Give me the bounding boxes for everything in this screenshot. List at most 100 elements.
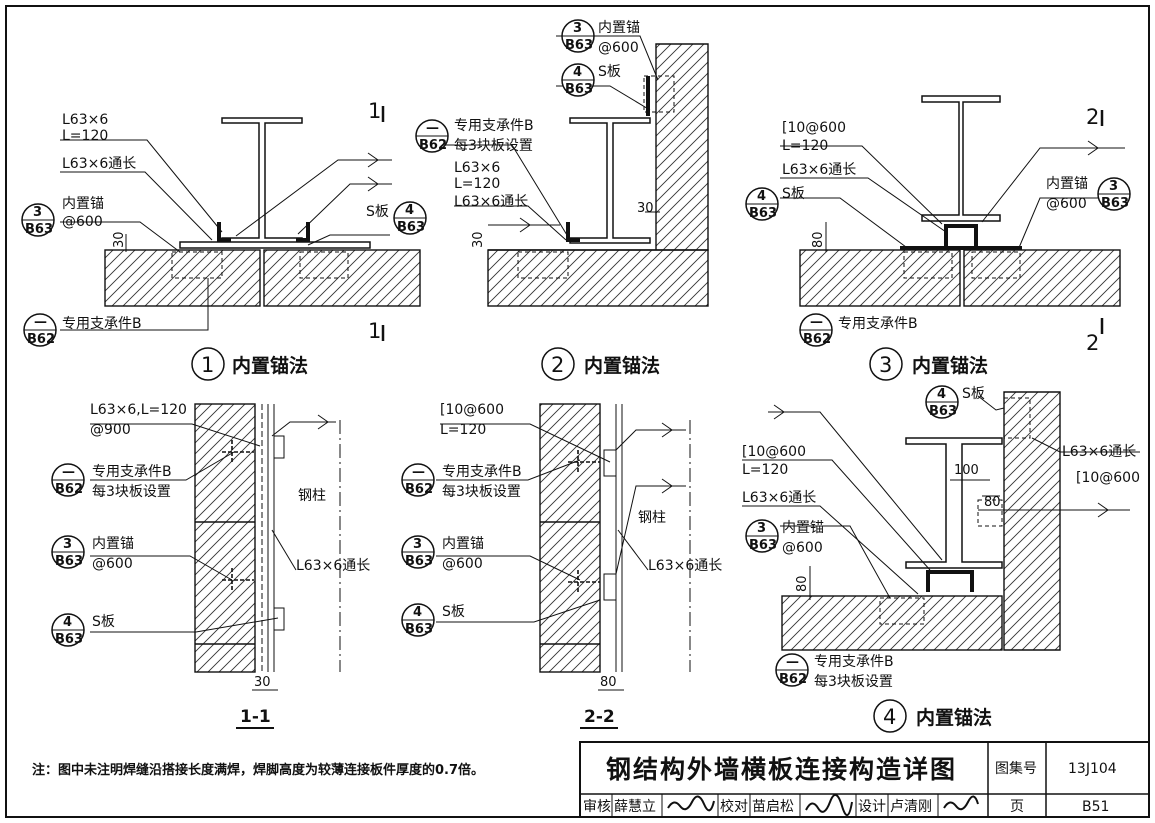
svg-text:B63: B63 (565, 38, 593, 53)
designer-name: 卢清刚 (890, 799, 932, 815)
dim-30: 30 (254, 675, 271, 690)
panel-stack (194, 403, 256, 673)
label-support: 专用支承件B (838, 316, 918, 332)
reviewer-signature (667, 795, 715, 812)
anchor-dash-left (903, 251, 953, 279)
label-support: 专用支承件B (442, 464, 522, 480)
svg-text:B63: B63 (25, 222, 53, 237)
sheet-border (5, 5, 1150, 818)
label-channel: [10@600 (742, 444, 806, 460)
atlas-number: 13J104 (1068, 761, 1117, 777)
dim-80-web: 80 (984, 495, 1001, 510)
label-l63x6-long-right: L63×6通长 (1062, 444, 1136, 460)
svg-text:B62: B62 (405, 482, 433, 497)
slab (781, 595, 1003, 651)
wall-panel-left (104, 249, 261, 307)
label-l120: L=120 (782, 138, 828, 154)
detail-caption: 内置锚法 (916, 706, 992, 729)
svg-text:B62: B62 (55, 482, 83, 497)
svg-text:4: 4 (413, 605, 422, 620)
section-mark: 1 (368, 319, 381, 343)
label-l63x6-long: L63×6通长 (782, 162, 856, 178)
detail-number: 3 (879, 353, 892, 377)
ref-support: — B62 (401, 463, 435, 497)
wall-panel-right (963, 249, 1121, 307)
angle-left (217, 222, 231, 242)
label-anchor: 内置锚 (92, 536, 134, 552)
svg-text:B62: B62 (419, 138, 447, 153)
label-anchor-spacing: @600 (62, 214, 103, 230)
label-channel: [10@600 (440, 402, 504, 418)
svg-text:B63: B63 (929, 404, 957, 419)
leader (454, 205, 567, 241)
leader (60, 221, 181, 253)
svg-text:B63: B63 (565, 82, 593, 97)
anchor-cross (222, 440, 254, 592)
section-mark: 2 (1086, 105, 1099, 129)
svg-text:3: 3 (33, 205, 42, 220)
dim-80: 80 (600, 675, 617, 690)
check-label: 校对 (720, 798, 748, 815)
dim-30: 30 (112, 231, 127, 248)
leader (780, 145, 943, 225)
label-anchor-spacing: @600 (598, 40, 639, 56)
svg-text:B63: B63 (405, 622, 433, 637)
detail-3: 2 2 80 [10@600 L=120 L63×6通长 4 B63 S板 内置… (745, 95, 1131, 381)
anchor-dash-right (299, 251, 349, 279)
leader (307, 234, 390, 246)
design-label: 设计 (858, 799, 886, 815)
label-l63x6-long: L63×6通长 (742, 490, 816, 506)
detail-number-circle (191, 347, 225, 381)
svg-text:4: 4 (937, 387, 946, 402)
leader (420, 144, 571, 241)
ref-support: — B62 (51, 463, 85, 497)
ref-anchor: 3 B63 (51, 535, 85, 569)
dim-30-top: 30 (637, 201, 654, 216)
label-support-every3: 每3块板设置 (442, 484, 521, 500)
title-block: 钢结构外墙横板连接构造详图 图集号 13J104 审核 薛慧立 校对 苗启松 设… (579, 741, 1150, 818)
detail-caption: 内置锚法 (232, 354, 308, 377)
drawing-note: 注：图中未注明焊缝沿搭接长度满焊，焊脚高度为较薄连接板件厚度的0.7倍。 (32, 762, 484, 778)
label-spacing: @900 (90, 422, 131, 438)
angle-clip (273, 435, 285, 459)
weld-flag (519, 217, 531, 233)
anchor-dash-right (971, 251, 1021, 279)
wall-panel-left (799, 249, 961, 307)
svg-text:B62: B62 (27, 332, 55, 347)
leader (436, 599, 601, 623)
svg-text:—: — (34, 315, 47, 330)
anchor-cross (568, 450, 600, 594)
detail-2: 30 30 3 B63 内置锚 @600 4 B63 S板 — B62 专用支承… (415, 19, 709, 381)
weld-leader (271, 421, 336, 437)
leader (780, 177, 947, 233)
leader (90, 423, 261, 447)
channel (926, 570, 974, 592)
anchor-dash (517, 251, 569, 279)
weld-flag (661, 478, 673, 494)
channel-clip (603, 573, 617, 601)
label-anchor-spacing: @600 (1046, 196, 1087, 212)
concrete-column (1003, 391, 1061, 651)
section-title: 2-2 (584, 707, 615, 727)
label-anchor-spacing: @600 (782, 540, 823, 556)
detail-caption: 内置锚法 (584, 354, 660, 377)
label-s-panel: S板 (366, 204, 389, 220)
weld-leader (615, 485, 686, 575)
weld-leader (981, 147, 1125, 223)
angle-top (646, 76, 650, 116)
detail-number-circle (869, 347, 903, 381)
s-panel-bracket (1003, 397, 1031, 439)
label-channel-right: [10@600 (1076, 470, 1140, 486)
ref-anchor: 3 B63 (21, 203, 55, 237)
label-l63x6-long: L63×6通长 (62, 156, 136, 172)
weld-leader (615, 429, 686, 451)
label-support: 专用支承件B (92, 464, 172, 480)
detail-4: 100 80 80 4 B63 S板 [10@600 L=120 L63×6通长… (742, 385, 1140, 733)
leader (271, 529, 297, 571)
label-anchor-spacing: @600 (442, 556, 483, 572)
leader (617, 529, 649, 571)
label-l120: L=120 (440, 422, 486, 438)
ref-s-panel: 4 B63 (393, 201, 427, 235)
ref-s-panel: 4 B63 (561, 63, 595, 97)
